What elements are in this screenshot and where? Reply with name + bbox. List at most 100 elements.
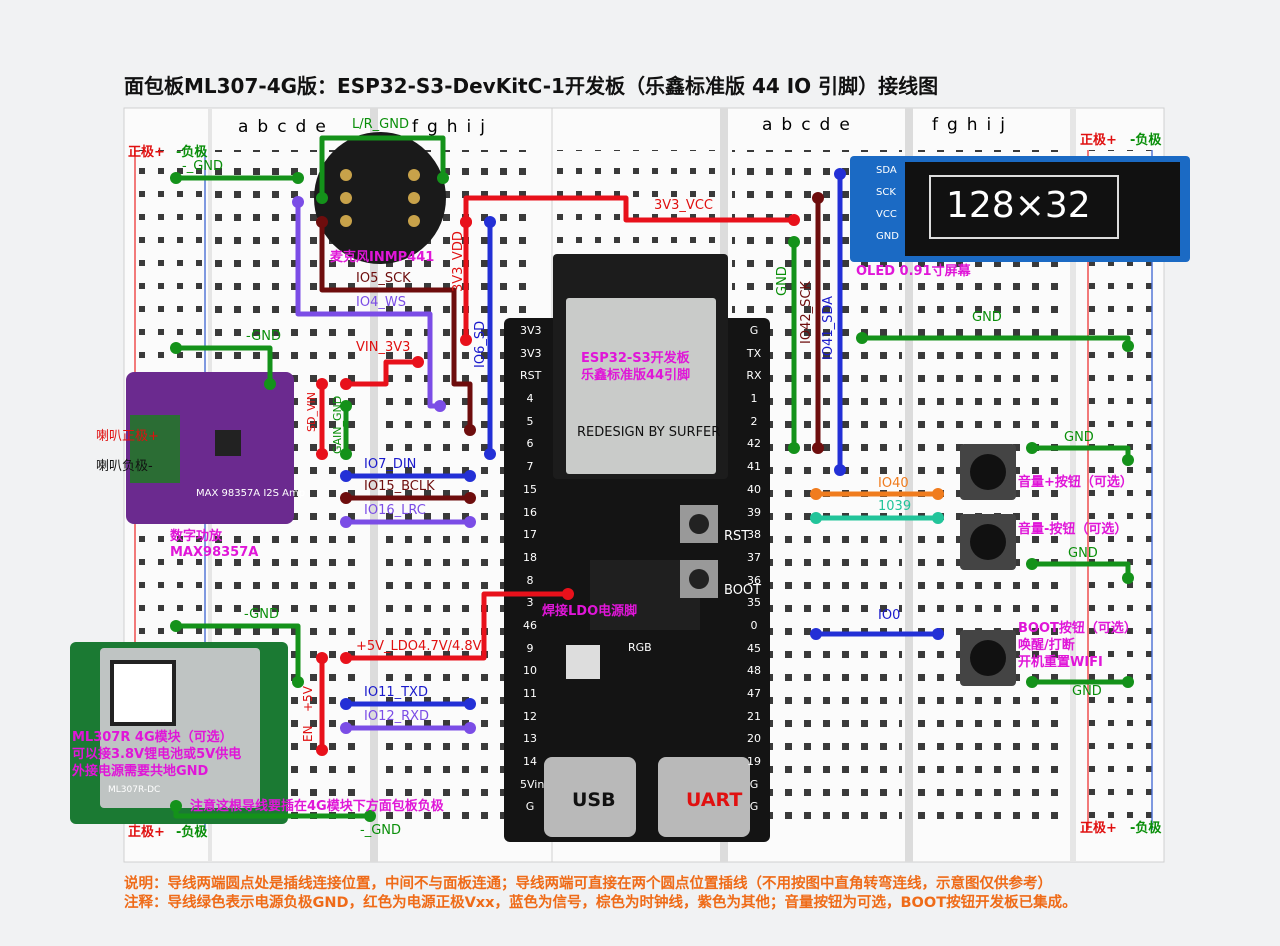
label-io12: IO12_RXD bbox=[364, 709, 430, 724]
esp32-pin-label: 3 bbox=[526, 596, 534, 610]
wire-endpoint-dot bbox=[340, 652, 352, 664]
esp32-pin-label: 37 bbox=[747, 550, 761, 564]
wire-endpoint-dot bbox=[932, 512, 944, 524]
label-esp32-2: 乐鑫标准版44引脚 bbox=[581, 368, 691, 383]
label-io39: 1039 bbox=[878, 499, 912, 514]
label-gnd-oled: GND bbox=[775, 266, 790, 296]
esp32-pin-label: 42 bbox=[747, 437, 761, 451]
label-ldo-wire: +5V_LDO4.7V/4.8V bbox=[356, 639, 482, 654]
ml307-model: ML307R-DC bbox=[108, 785, 161, 795]
esp32-pin-label: 20 bbox=[747, 732, 761, 746]
wire-vin-3v3 bbox=[343, 359, 421, 387]
wire-endpoint-dot bbox=[932, 628, 944, 640]
wire-endpoint-dot bbox=[437, 172, 449, 184]
wire-endpoint-dot bbox=[812, 442, 824, 454]
label-io41: IO41_SDA bbox=[821, 295, 836, 360]
esp32-pin-label: 19 bbox=[747, 755, 761, 769]
wire-endpoint-dot bbox=[316, 378, 328, 390]
esp32-pin-label: 38 bbox=[747, 528, 761, 542]
oled-pin-label: SDA bbox=[876, 165, 897, 176]
label-io5: IO5_SCK bbox=[356, 271, 411, 286]
wire-endpoint-dot bbox=[1122, 572, 1134, 584]
columns-left: abcde bbox=[238, 117, 335, 137]
wire-gnd-4g bbox=[173, 623, 301, 685]
wire-endpoint-dot bbox=[484, 216, 496, 228]
rail-plus-br: 正极+ bbox=[1080, 821, 1117, 836]
label-esp32: ESP32-S3开发板 bbox=[581, 351, 690, 366]
wire-endpoint-dot bbox=[292, 196, 304, 208]
page-title: 面包板ML307-4G版：ESP32-S3-DevKitC-1开发板（乐鑫标准版… bbox=[124, 74, 939, 98]
wire-endpoint-dot bbox=[340, 516, 352, 528]
wire-endpoint-dot bbox=[464, 698, 476, 710]
wire-endpoint-dot bbox=[340, 470, 352, 482]
label-en: EN bbox=[301, 725, 315, 742]
label-lr-gnd: L/R_GND bbox=[352, 117, 409, 132]
label-sd-vin: SD_VIN bbox=[305, 392, 318, 432]
esp32-usb-label: USB bbox=[572, 789, 616, 811]
wire-endpoint-dot bbox=[812, 192, 824, 204]
label-5v: +5V bbox=[301, 686, 315, 712]
wire-endpoint-dot bbox=[464, 492, 476, 504]
wire-endpoint-dot bbox=[464, 470, 476, 482]
label-ldo: 焊接LDO电源脚 bbox=[542, 604, 638, 619]
wire-io5-sck bbox=[319, 219, 473, 433]
wire-endpoint-dot bbox=[316, 192, 328, 204]
esp32-pin-label: TX bbox=[746, 346, 762, 360]
label-ml307-3: 外接电源需要共地GND bbox=[72, 764, 209, 779]
label-ml307: ML307R 4G模块（可选） bbox=[72, 730, 233, 745]
esp32-pin-label: 17 bbox=[523, 528, 537, 542]
label-v3-vdd: 3V3_VDD bbox=[451, 231, 466, 292]
wire-ldo bbox=[343, 591, 571, 661]
label-io0: IO0 bbox=[878, 608, 901, 623]
mic-module bbox=[314, 132, 446, 264]
wire-endpoint-dot bbox=[170, 172, 182, 184]
label-gnd-rail: GND bbox=[972, 310, 1002, 325]
label-gnd-4g: -GND bbox=[244, 607, 279, 622]
columns-right: abcde bbox=[762, 115, 859, 135]
wire-endpoint-dot bbox=[932, 488, 944, 500]
wire-endpoint-dot bbox=[1026, 558, 1038, 570]
wire-endpoint-dot bbox=[292, 172, 304, 184]
rail-plus-bl: 正极+ bbox=[128, 825, 165, 840]
rail-minus-br: -负极 bbox=[1130, 821, 1162, 836]
wires bbox=[173, 135, 1131, 819]
buttons bbox=[960, 444, 1016, 686]
label-io40: IO40 bbox=[878, 476, 909, 491]
label-gnd-amp: -GND bbox=[246, 329, 281, 344]
esp32-pin-label: 7 bbox=[526, 460, 534, 474]
label-gnd-top: -_GND bbox=[182, 159, 223, 174]
wire-lr-gnd bbox=[319, 135, 446, 201]
esp32-pin-label: G bbox=[749, 324, 759, 337]
esp32-pin-label: 3V3 bbox=[520, 346, 542, 360]
esp32-pin-label: RST bbox=[520, 369, 542, 383]
wire-endpoint-dot bbox=[170, 620, 182, 632]
esp32-pin-label: 14 bbox=[523, 755, 537, 769]
esp32-pin-label: G bbox=[749, 777, 759, 791]
label-gnd-btn3: GND bbox=[1072, 684, 1102, 699]
label-vin: VIN_3V3 bbox=[356, 340, 411, 355]
label-gain-gnd: GAIN_GND bbox=[331, 395, 344, 454]
esp32-pin-label: 13 bbox=[523, 732, 537, 746]
label-vol-up: 音量+按钮（可选） bbox=[1018, 475, 1133, 490]
wire-endpoint-dot bbox=[788, 236, 800, 248]
oled-module bbox=[850, 156, 1190, 262]
label-oled: OLED 0.91寸屏幕 bbox=[856, 264, 971, 279]
label-amp-2: MAX98357A bbox=[170, 545, 259, 560]
wire-endpoint-dot bbox=[834, 168, 846, 180]
wire-endpoint-dot bbox=[412, 356, 424, 368]
esp32-pin-label: 36 bbox=[747, 573, 761, 587]
wire-endpoint-dot bbox=[340, 448, 352, 460]
esp32-pin-label: 46 bbox=[523, 618, 537, 632]
columns-right-2: fghij bbox=[932, 115, 1014, 135]
esp32-pin-label: 8 bbox=[526, 573, 534, 587]
oled-screen: 128×32 bbox=[946, 185, 1091, 226]
esp32-pin-label: 9 bbox=[526, 641, 534, 655]
wire-endpoint-dot bbox=[434, 400, 446, 412]
label-io6: IO6_SD bbox=[473, 320, 488, 368]
esp32-uart-label: UART bbox=[686, 789, 743, 811]
esp32-pin-label: G bbox=[525, 800, 535, 814]
oled-pin-label: VCC bbox=[876, 209, 897, 220]
esp32-pin-label: 45 bbox=[747, 641, 761, 655]
label-gnd-btn1: GND bbox=[1064, 430, 1094, 445]
